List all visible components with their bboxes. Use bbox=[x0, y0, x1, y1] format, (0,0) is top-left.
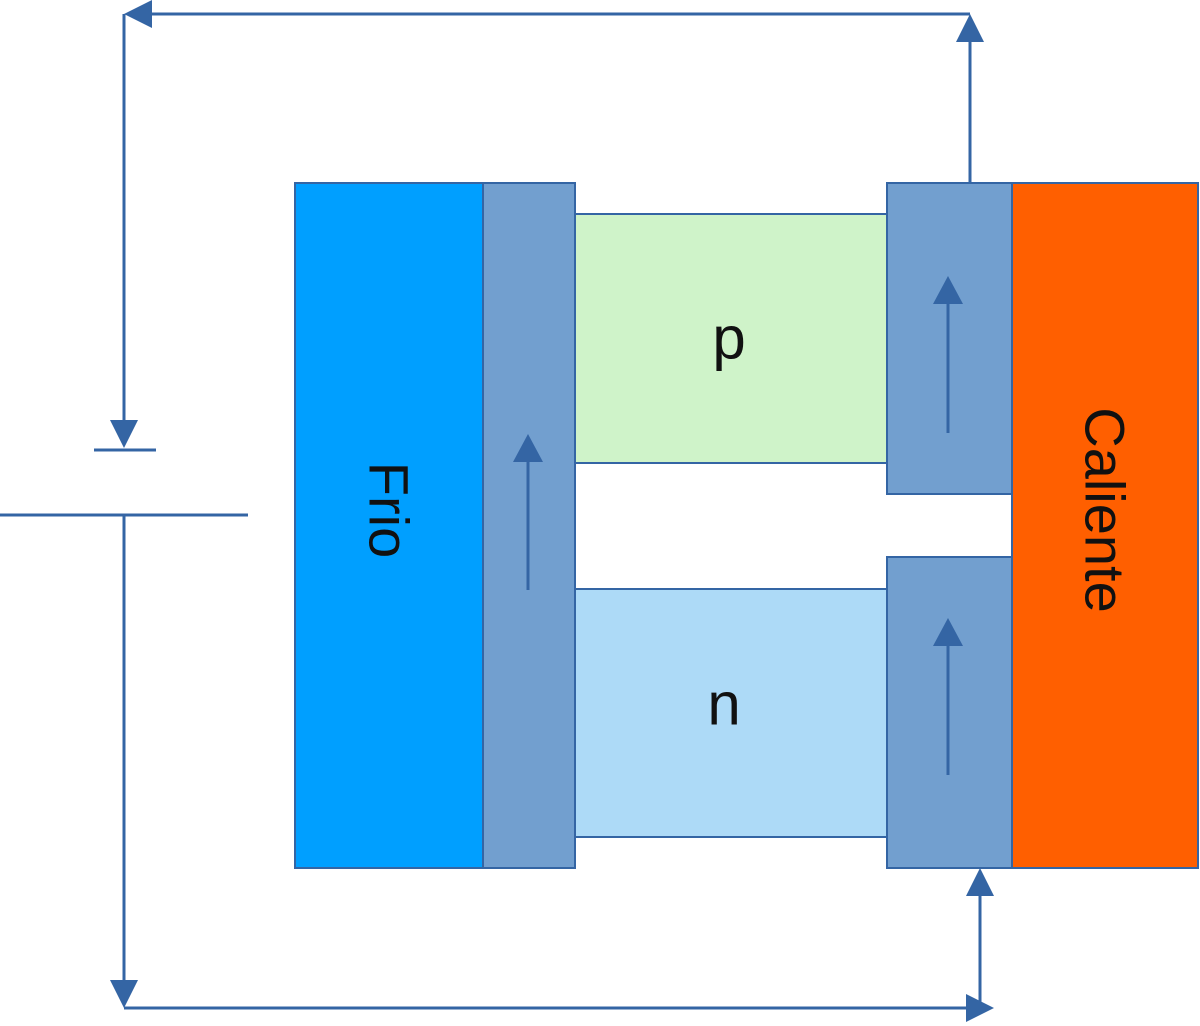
circuit-down-arrowhead-bottom-icon bbox=[110, 980, 138, 1008]
hot-block bbox=[1011, 182, 1199, 869]
circuit-up-arrowhead-bottom-icon bbox=[966, 868, 994, 896]
circuit-up-arrowhead-icon bbox=[956, 14, 984, 42]
n-semiconductor bbox=[574, 588, 888, 838]
right-bottom-arrowhead-icon bbox=[933, 618, 963, 646]
cold-label: Frio bbox=[358, 462, 421, 558]
cold-block bbox=[294, 182, 484, 869]
n-label: n bbox=[707, 671, 740, 738]
circuit-down-arrowhead-icon bbox=[110, 420, 138, 448]
right-top-arrowhead-icon bbox=[933, 276, 963, 304]
left-conductor-arrowhead-icon bbox=[513, 434, 543, 462]
p-semiconductor bbox=[574, 213, 888, 464]
circuit-left-arrowhead-icon bbox=[124, 0, 152, 28]
hot-label: Caliente bbox=[1074, 407, 1137, 612]
p-label: p bbox=[712, 305, 745, 372]
